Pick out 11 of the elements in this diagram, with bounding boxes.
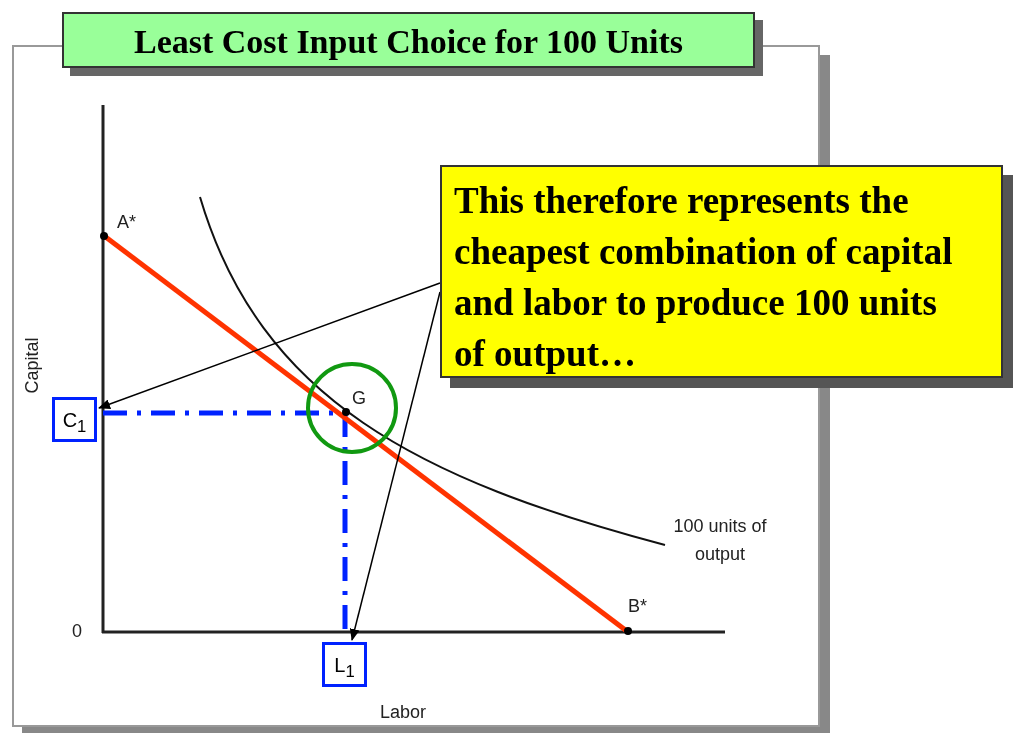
arrow [349, 291, 441, 641]
point-label: A* [117, 212, 136, 233]
point-label: B* [628, 596, 647, 617]
arrow [98, 282, 441, 409]
variable-label: L$_{1}$ [322, 642, 367, 687]
point-label: G [352, 388, 366, 409]
origin-label: 0 [72, 621, 82, 642]
axis-title: Labor [380, 702, 427, 723]
variable-label: C$_{1}$ [52, 397, 97, 442]
curve-label: 100 units of output [672, 515, 768, 566]
axis-title: Capital [21, 337, 43, 394]
